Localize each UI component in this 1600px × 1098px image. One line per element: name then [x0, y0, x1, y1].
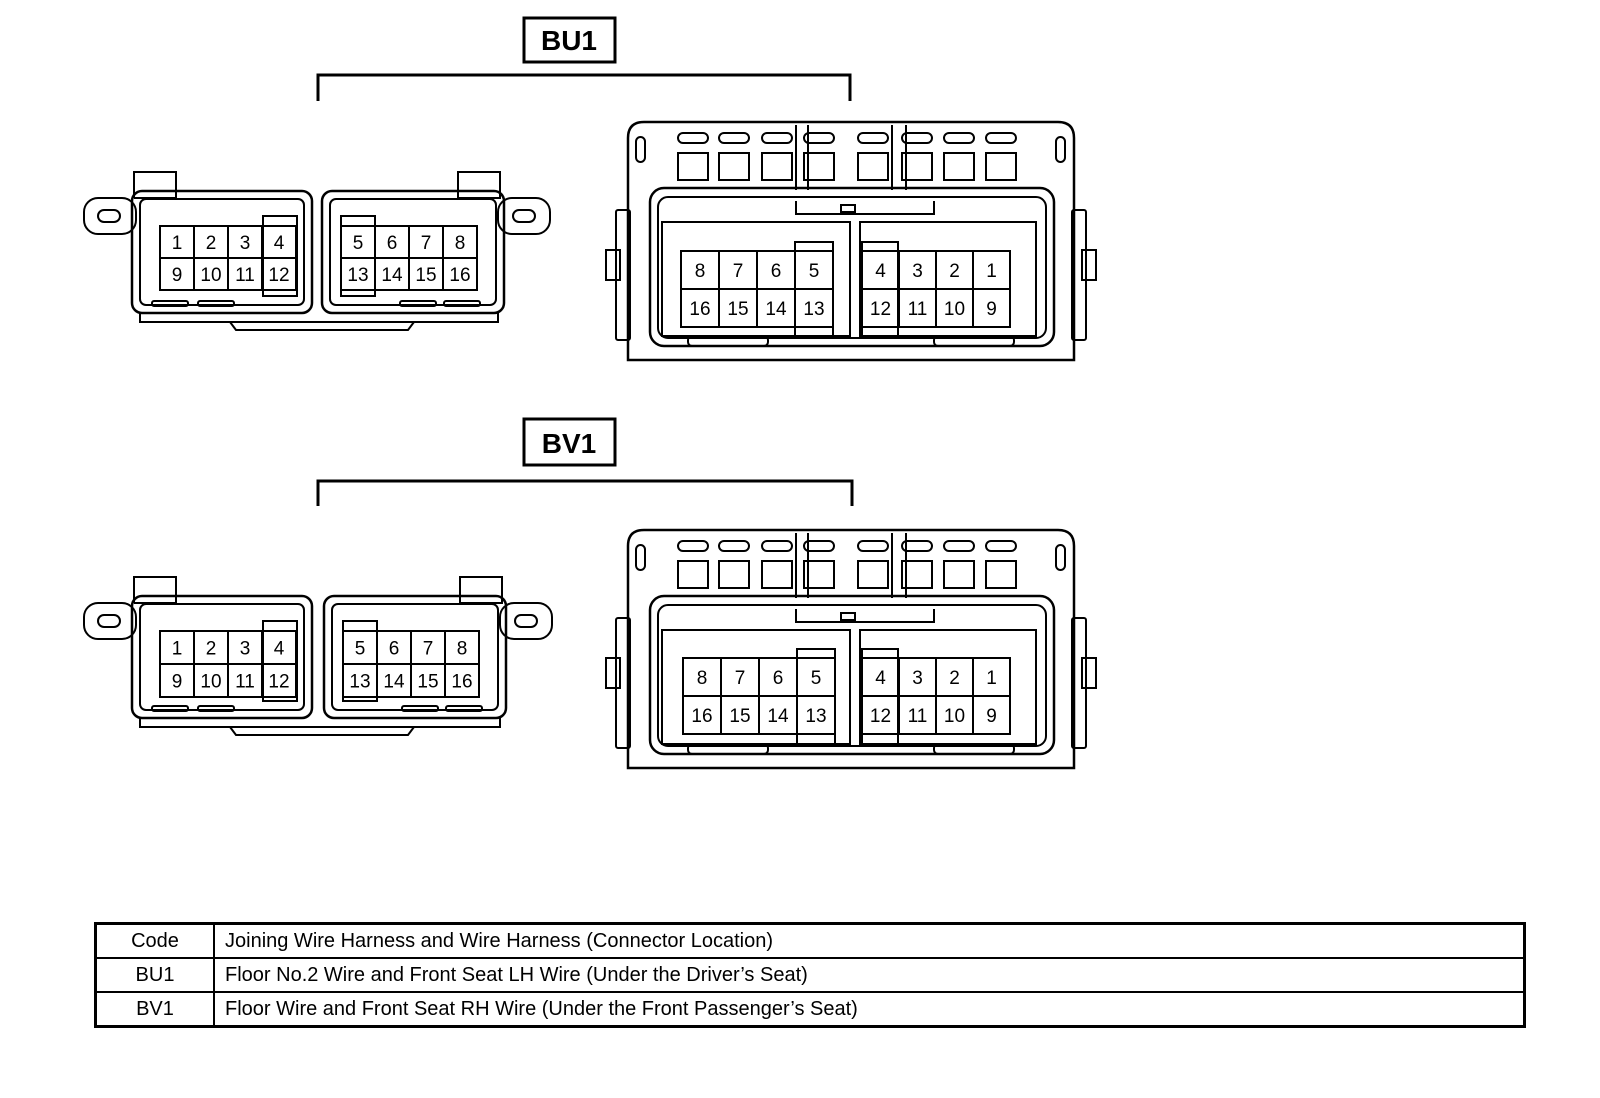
pin-number: 10: [944, 299, 965, 320]
pin-number: 13: [803, 299, 824, 320]
right-connector-bv1: [605, 528, 1097, 770]
connector-group-bv1: BV1: [83, 417, 1097, 770]
code-label-bu1: BU1: [541, 25, 597, 56]
connector-legend-table: Code Joining Wire Harness and Wire Harne…: [94, 922, 1526, 1028]
pin-number: 5: [811, 668, 822, 689]
pin-number: 4: [274, 639, 285, 660]
pin-number: 1: [172, 233, 183, 254]
pin-number: 8: [697, 668, 708, 689]
pin-number: 12: [870, 299, 891, 320]
row-code: BV1: [94, 991, 215, 1028]
pin-number: 10: [944, 706, 965, 727]
pin-number: 15: [727, 299, 748, 320]
pin-number: 3: [912, 668, 923, 689]
header-description: Joining Wire Harness and Wire Harness (C…: [213, 922, 1526, 959]
connector-group-bu1: BU1: [83, 16, 1097, 362]
pin-number: 13: [805, 706, 826, 727]
pin-number: 15: [417, 672, 438, 693]
pin-number: 12: [870, 706, 891, 727]
pin-number: 15: [415, 265, 436, 286]
pin-cell: [972, 288, 1011, 328]
connector-diagram: BU1: [83, 16, 1097, 770]
pin-number: 4: [875, 261, 886, 282]
header-code: Code: [94, 922, 215, 959]
pin-number: 11: [235, 672, 255, 693]
pin-number: 3: [240, 233, 251, 254]
row-code: BU1: [94, 957, 215, 993]
pin-cell: [442, 257, 478, 291]
right-connector-bu1: [605, 120, 1097, 362]
pin-number: 16: [691, 706, 712, 727]
pin-number: 16: [449, 265, 470, 286]
pin-number: 14: [767, 706, 789, 727]
pin-number: 5: [353, 233, 364, 254]
pin-number: 9: [986, 299, 997, 320]
pin-number: 2: [949, 668, 960, 689]
pin-number: 9: [172, 265, 183, 286]
left-connector-bu1: [83, 171, 551, 331]
pin-number: 15: [729, 706, 750, 727]
pin-number: 14: [381, 265, 403, 286]
pin-number: 12: [268, 265, 289, 286]
pin-number: 3: [912, 261, 923, 282]
pin-number: 12: [268, 672, 289, 693]
pin-number: 2: [949, 261, 960, 282]
pin-number: 11: [235, 265, 255, 286]
pin-number: 10: [200, 672, 221, 693]
pin-number: 6: [773, 668, 784, 689]
pin-number: 9: [172, 672, 183, 693]
pin-number: 4: [274, 233, 285, 254]
bracket-bv1: [316, 479, 854, 506]
pin-number: 2: [206, 639, 217, 660]
pin-number: 3: [240, 639, 251, 660]
pin-cell: [972, 695, 1011, 735]
bracket-bu1: [316, 73, 852, 101]
pin-number: 7: [733, 261, 744, 282]
pin-number: 4: [875, 668, 886, 689]
pin-number: 5: [355, 639, 366, 660]
code-box-bv1: [522, 417, 617, 467]
table-row: BV1 Floor Wire and Front Seat RH Wire (U…: [94, 991, 1526, 1028]
pin-number: 1: [986, 261, 997, 282]
pin-number: 16: [689, 299, 710, 320]
pin-number: 16: [451, 672, 472, 693]
table-row: BU1 Floor No.2 Wire and Front Seat LH Wi…: [94, 957, 1526, 993]
pin-cell: [794, 288, 834, 328]
pin-number: 2: [206, 233, 217, 254]
pin-number: 5: [809, 261, 820, 282]
pin-number: 6: [389, 639, 400, 660]
pin-number: 11: [908, 706, 928, 727]
row-description: Floor No.2 Wire and Front Seat LH Wire (…: [213, 957, 1526, 993]
pin-number: 13: [347, 265, 368, 286]
pin-number: 6: [387, 233, 398, 254]
pin-number: 14: [765, 299, 787, 320]
pin-number: 1: [986, 668, 997, 689]
pin-number: 10: [200, 265, 221, 286]
pin-cell: [796, 695, 836, 735]
left-connector-bv1: [83, 576, 553, 736]
pin-number: 7: [421, 233, 432, 254]
pin-number: 8: [455, 233, 466, 254]
pin-number: 11: [908, 299, 928, 320]
pin-cell: [444, 663, 480, 698]
row-description: Floor Wire and Front Seat RH Wire (Under…: [213, 991, 1526, 1028]
pin-number: 7: [423, 639, 434, 660]
code-box-bu1: [522, 16, 617, 64]
pin-cell: [261, 663, 297, 698]
pin-number: 7: [735, 668, 746, 689]
table-header-row: Code Joining Wire Harness and Wire Harne…: [94, 922, 1526, 959]
pin-number: 8: [695, 261, 706, 282]
pin-cell: [261, 257, 297, 291]
pin-number: 13: [349, 672, 370, 693]
pin-number: 8: [457, 639, 468, 660]
pin-number: 6: [771, 261, 782, 282]
pin-number: 14: [383, 672, 405, 693]
code-label-bv1: BV1: [542, 428, 596, 459]
pin-number: 9: [986, 706, 997, 727]
pin-number: 1: [172, 639, 183, 660]
